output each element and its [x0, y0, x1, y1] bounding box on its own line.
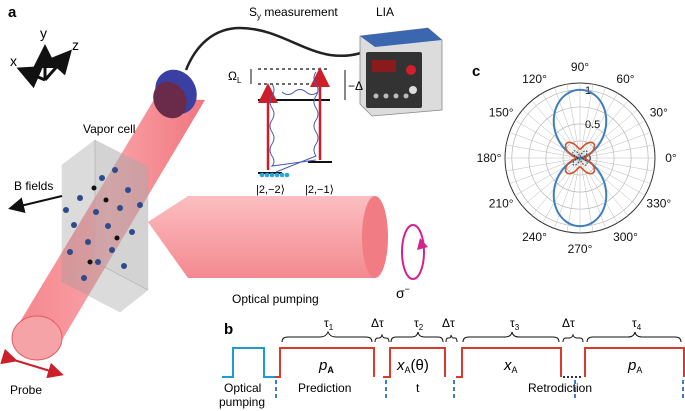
polar-plot: 0° 30° 60° 90° 120° 150° 180° 210° 240° 270° 300° 3…: [477, 60, 677, 256]
polar-grid-spoke: [579, 157, 618, 224]
polar-angle-label: 0°: [665, 151, 677, 165]
polar-grid-spoke: [506, 144, 581, 159]
polar-grid-spoke: [509, 157, 581, 184]
polar-angle-label: 180°: [477, 151, 502, 165]
polar-angle-label: 90°: [571, 60, 589, 74]
dtau-label-3: Δτ: [562, 316, 575, 330]
atoms: [63, 167, 143, 281]
polar-angle-label: 330°: [646, 197, 671, 211]
delta-label: −Δ: [348, 79, 363, 93]
polar-grid-spoke: [522, 109, 581, 159]
signal-cable: [184, 26, 379, 71]
panel-label-c: c: [472, 63, 480, 80]
polar-angle-label: 60°: [616, 72, 634, 86]
axis-z-label: z: [72, 37, 79, 53]
polar-grid-spoke: [579, 157, 654, 172]
coordinate-axes: y z x: [10, 25, 79, 89]
x-a-theta-label: xA(θ): [396, 357, 429, 375]
polar-angle-label: 300°: [613, 230, 638, 244]
polar-angle-label: 150°: [489, 106, 514, 120]
polar-series-blue: [552, 88, 608, 228]
b-fields-label: B fields: [14, 179, 53, 193]
panel-label-b: b: [224, 321, 233, 338]
pumping-label: pumping: [219, 395, 265, 409]
polar-grid-spoke: [566, 157, 581, 232]
polar-grid-spoke: [542, 157, 581, 224]
dtau-label-1: Δτ: [371, 316, 384, 330]
polar-grid-spoke: [579, 157, 594, 232]
dtau-label-2: Δτ: [442, 316, 455, 330]
polar-grid-spoke: [542, 92, 581, 159]
retrodiction-label: Retrodiction: [528, 381, 592, 395]
polar-grid-spoke: [579, 144, 654, 159]
polar-grid-spoke: [522, 157, 581, 207]
axis-x-label: x: [10, 53, 17, 69]
polar-grid-spoke: [506, 157, 581, 172]
polar-grid-spoke: [579, 84, 594, 159]
polar-angle-label: 30°: [650, 106, 668, 120]
polar-angle-label: 210°: [489, 197, 514, 211]
p-a-label-2: pA: [627, 357, 642, 375]
ket-left-label: |2,−2⟩: [256, 184, 285, 196]
optical-label: Optical: [224, 381, 261, 395]
probe-polarization-arrow: [0, 348, 64, 379]
sy-measurement-label: Sy measurement: [249, 5, 338, 21]
polar-grid-spoke: [579, 100, 629, 159]
detector: [153, 69, 197, 119]
polar-grid-spoke: [579, 132, 651, 159]
polar-grid-spoke: [579, 157, 638, 207]
omega-l-label: ΩL: [228, 69, 242, 85]
pumping-beam: [148, 196, 388, 278]
tau2-label: τ2: [414, 316, 424, 332]
x-a-label: xA: [503, 357, 518, 375]
polar-grid-spoke: [579, 157, 629, 216]
p-a-label-1: pA: [318, 357, 334, 375]
optical-pumping-label: Optical pumping: [232, 292, 319, 306]
polar-angle-label: 270°: [568, 242, 593, 256]
tau4-label: τ4: [632, 316, 642, 332]
lia-label: LIA: [376, 5, 394, 19]
vapor-cell-label: Vapor cell: [83, 122, 135, 136]
polar-series-orange: [564, 141, 596, 175]
polar-grid-spoke: [509, 132, 581, 159]
prediction-label: Prediction: [298, 381, 351, 395]
lock-in-amplifier: [359, 27, 443, 117]
polar-grid-spoke: [579, 109, 638, 159]
polar-grid-spoke: [579, 157, 651, 184]
polar-radial-label: 0: [585, 153, 591, 165]
t-label: t: [416, 381, 420, 395]
polar-angle-label: 240°: [522, 230, 547, 244]
sigma-minus-label: σ−: [396, 284, 410, 301]
sigma-polarization: [401, 224, 428, 280]
timing-sequence: [222, 330, 685, 400]
ket-right-label: |2,−1⟩: [305, 184, 334, 196]
polar-angle-label: 120°: [522, 72, 547, 86]
tau1-label: τ1: [324, 316, 334, 332]
axis-y-label: y: [40, 25, 47, 41]
polar-series-dotted: [572, 150, 588, 166]
polar-grid-spoke: [566, 84, 581, 159]
polar-grid-spoke: [531, 157, 581, 216]
probe-label: Probe: [10, 383, 42, 397]
energy-level-diagram: [250, 67, 346, 178]
polar-radial-label: 0.5: [585, 119, 600, 131]
panel-label-a: a: [8, 4, 17, 21]
b-field-arrow: [8, 195, 63, 213]
polar-grid-spoke: [531, 100, 581, 159]
polar-grid-spoke: [579, 92, 618, 159]
tau3-label: τ3: [510, 316, 520, 332]
